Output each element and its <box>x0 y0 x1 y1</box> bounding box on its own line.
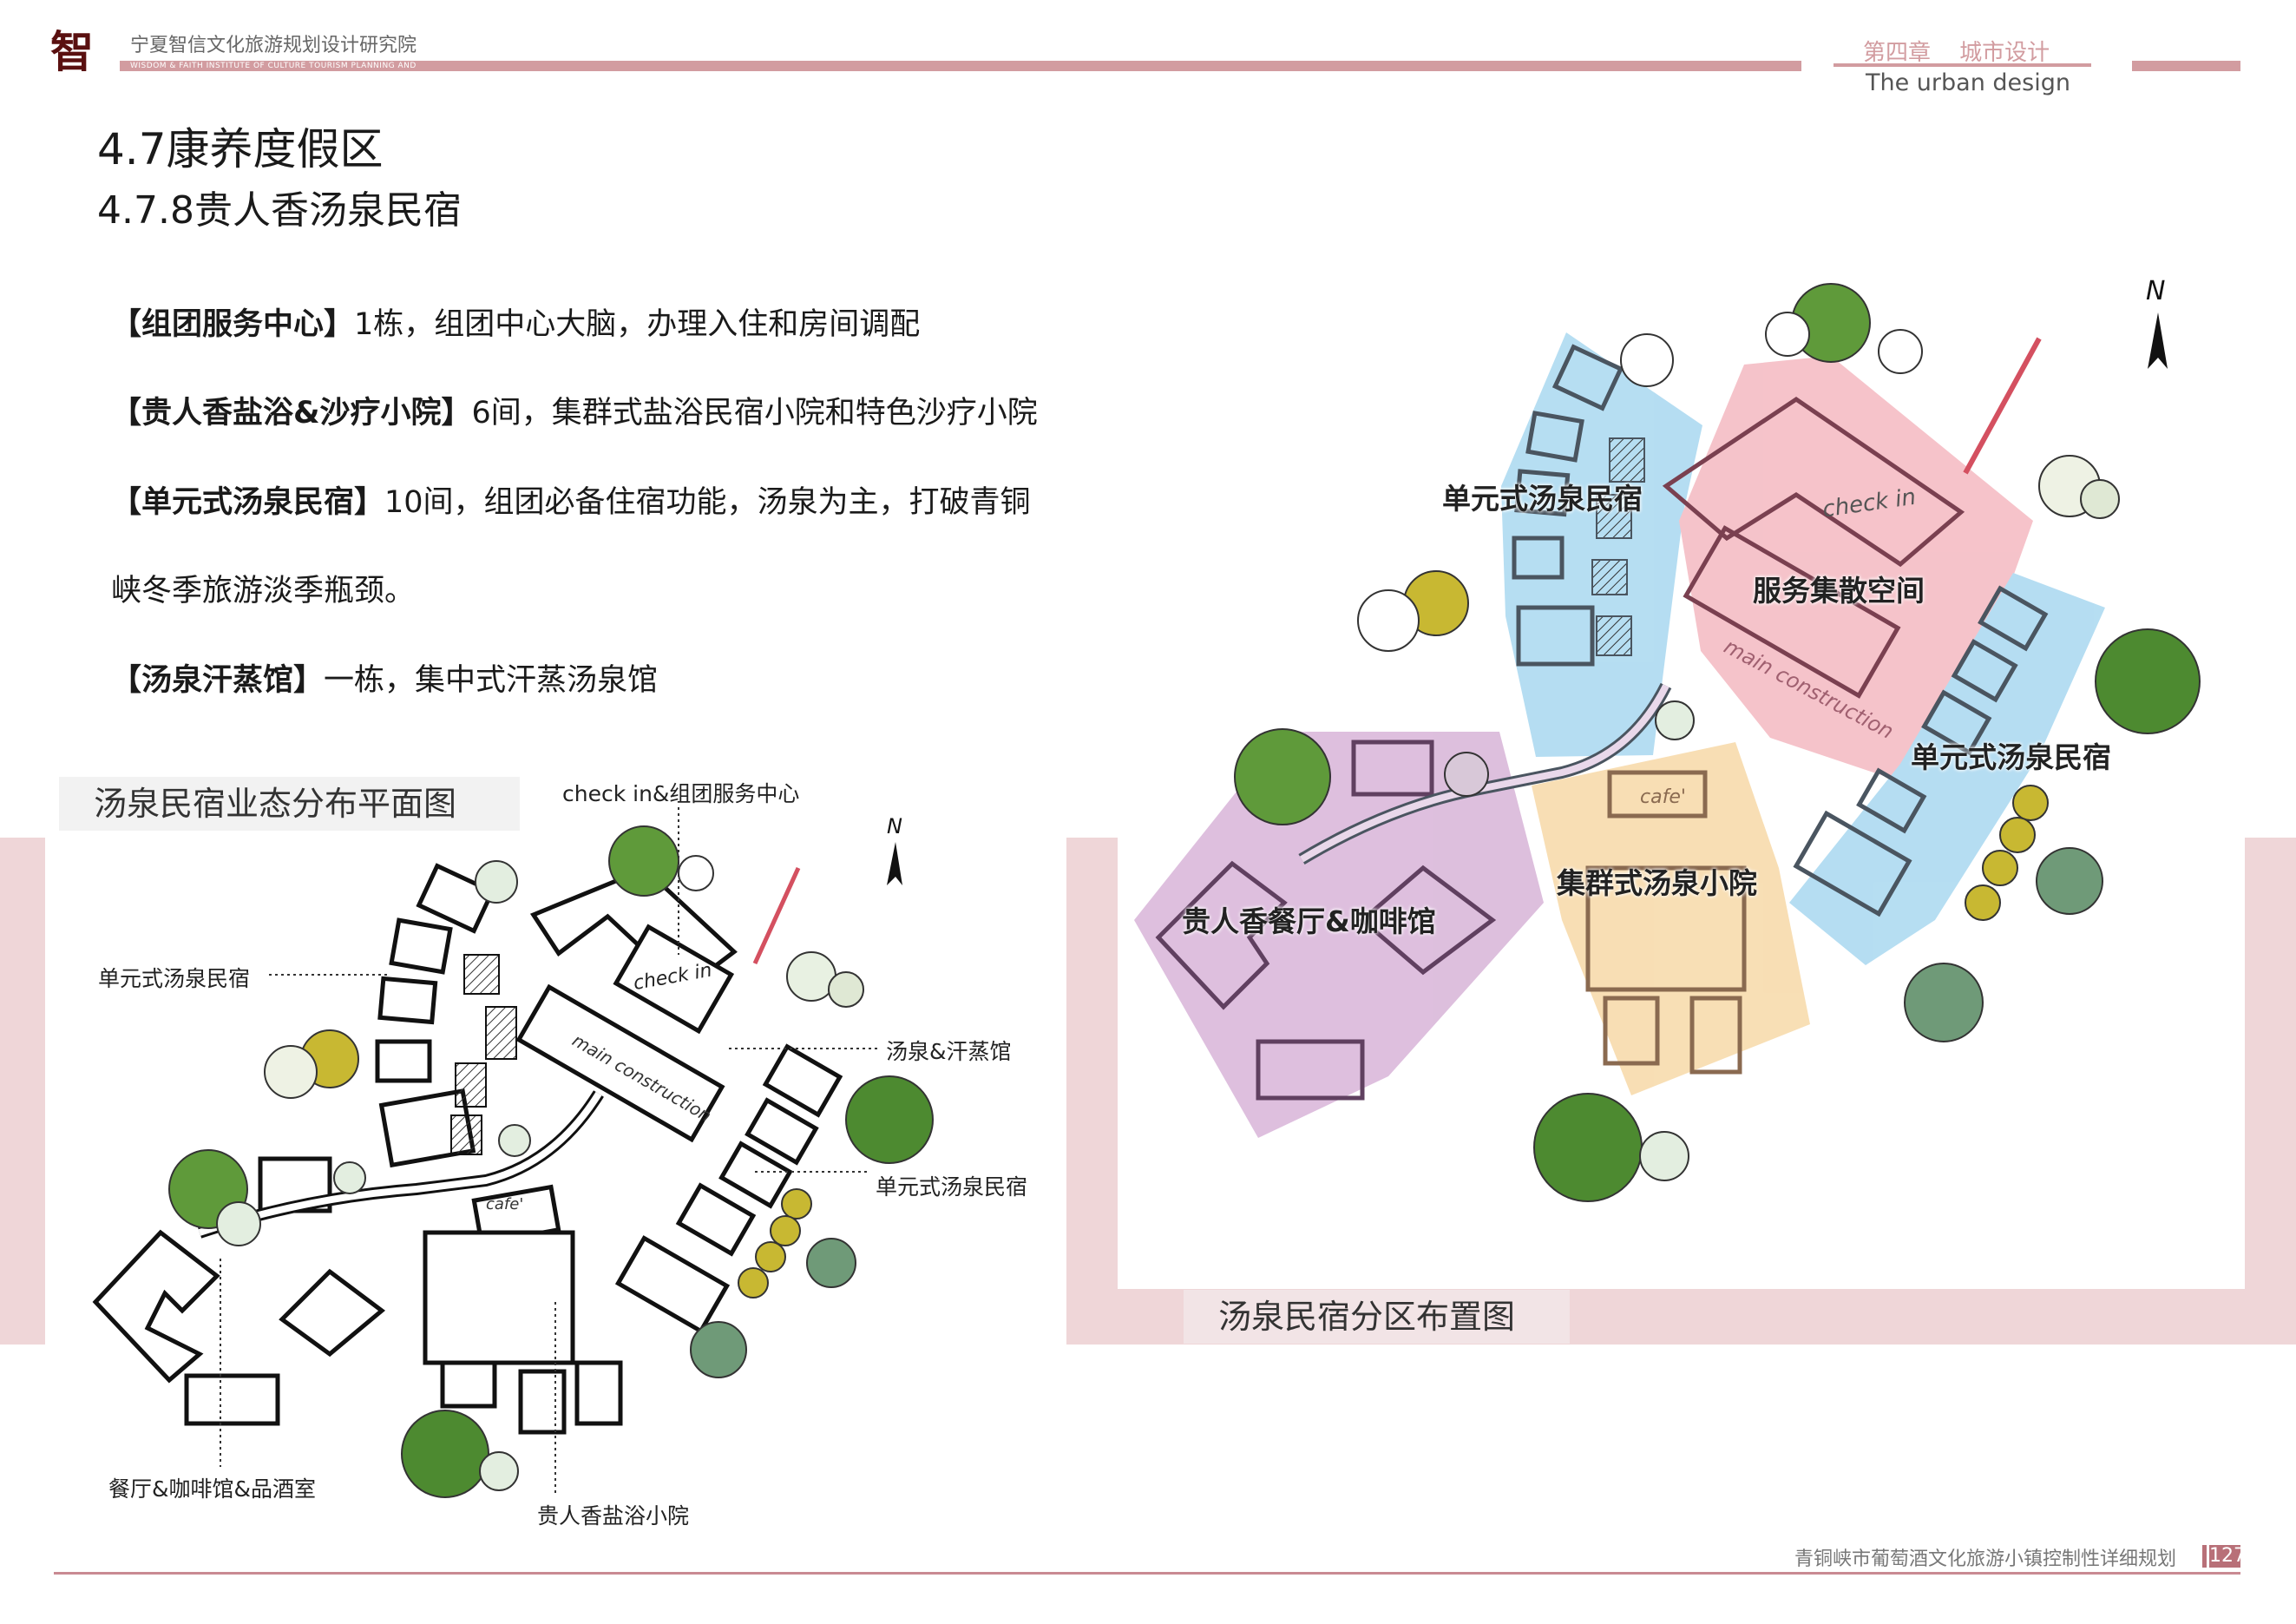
section-title: 4.7康养度假区 <box>97 124 384 174</box>
paragraph-heading: 【贵人香盐浴&沙疗小院】 <box>111 396 472 431</box>
paragraph-text: 一栋，集中式汗蒸汤泉馆 <box>324 663 659 698</box>
paragraph-text: 10间，组团必备住宿功能，汤泉为主，打破青铜 <box>384 485 1031 520</box>
paragraph-sauna: 【汤泉汗蒸馆】一栋，集中式汗蒸汤泉馆 <box>111 655 658 700</box>
right-north-arrow: N <box>2146 276 2165 306</box>
section-subtitle: 4.7.8贵人香汤泉民宿 <box>97 188 462 233</box>
zone-label-cluster-courtyard: 集群式汤泉小院 <box>1557 866 1757 900</box>
paragraph-heading: 【单元式汤泉民宿】 <box>111 485 385 520</box>
chapter-english: The urban design <box>1866 69 2070 96</box>
right-sketch-cafe: cafe' <box>1640 786 1686 808</box>
institute-english: WISDOM & FAITH INSTITUTE OF CULTURE TOUR… <box>130 62 417 70</box>
left-plan-sketch: check in main construction cafe' N <box>92 807 934 1498</box>
paragraph-salt-bath: 【贵人香盐浴&沙疗小院】6间，集群式盐浴民宿小院和特色沙疗小院 <box>111 388 1038 432</box>
chapter-label: 第四章 城市设计 <box>1863 35 2050 67</box>
right-plan-sketch: check in main construction cafe' N <box>1134 276 2201 1202</box>
label-checkin-service-center: check in&组团服务中心 <box>562 781 800 806</box>
left-trees <box>168 825 934 1498</box>
paragraph-text: 6间，集群式盐浴民宿小院和特色沙疗小院 <box>471 396 1038 431</box>
label-unit-hotspring-east: 单元式汤泉民宿 <box>876 1174 1028 1200</box>
zone-shapes <box>1134 332 2105 1138</box>
right-buildings <box>1155 344 2049 1101</box>
page-number-marker <box>2202 1545 2207 1568</box>
paragraph-text: 峡冬季旅游淡季瓶颈。 <box>111 574 416 608</box>
left-north-arrow: N <box>887 814 902 838</box>
zone-service-space <box>1679 356 2033 779</box>
logo-mark: 智 <box>50 27 94 77</box>
footer-project-title: 青铜峡市葡萄酒文化旅游小镇控制性详细规划 <box>1794 1548 2177 1570</box>
left-buildings <box>92 863 843 1435</box>
header-band-right <box>2132 61 2240 71</box>
label-hotspring-sauna: 汤泉&汗蒸馆 <box>886 1039 1012 1064</box>
paragraph-heading: 【汤泉汗蒸馆】 <box>111 663 325 698</box>
zone-restaurant-cafe <box>1134 732 1544 1138</box>
chapter-underline <box>1834 63 2091 67</box>
zone-unit-hotspring-west <box>1501 332 1702 757</box>
label-salt-bath-courtyard: 贵人香盐浴小院 <box>537 1503 690 1529</box>
left-entry-arrow <box>752 866 801 965</box>
zone-label-unit-hotspring-east: 单元式汤泉民宿 <box>1911 740 2111 774</box>
institute-name: 宁夏智信文化旅游规划设计研究院 <box>130 35 417 56</box>
paragraph-continuation: 峡冬季旅游淡季瓶颈。 <box>111 566 415 610</box>
zone-label-service-space: 服务集散空间 <box>1753 574 1925 608</box>
label-restaurant-cafe-winebar: 餐厅&咖啡馆&品酒室 <box>108 1476 316 1502</box>
footer-rule <box>54 1572 2240 1575</box>
left-leader-lines <box>220 807 878 1493</box>
chapter-title: 城市设计 <box>1959 40 2050 66</box>
paragraph-service-center: 【组团服务中心】1栋，组团中心大脑，办理入住和房间调配 <box>111 299 920 344</box>
paragraph-unit-hotspring: 【单元式汤泉民宿】10间，组团必备住宿功能，汤泉为主，打破青铜 <box>111 477 1031 522</box>
label-unit-hotspring-west: 单元式汤泉民宿 <box>98 966 251 991</box>
right-plan-caption: 汤泉民宿分区布置图 <box>1184 1290 1570 1344</box>
right-entry-arrow <box>1963 337 2042 475</box>
paragraph-heading: 【组团服务中心】 <box>111 307 355 342</box>
zone-label-restaurant-cafe: 贵人香餐厅&咖啡馆 <box>1182 904 1436 938</box>
zone-label-unit-hotspring-west: 单元式汤泉民宿 <box>1442 482 1643 516</box>
left-plan-caption: 汤泉民宿业态分布平面图 <box>59 777 520 831</box>
left-sketch-cafe: cafe' <box>486 1195 523 1213</box>
logo: 智 <box>50 23 113 77</box>
header-band <box>120 61 1801 71</box>
page-number: 127 <box>2209 1545 2246 1568</box>
chapter-number: 第四章 <box>1863 40 1932 66</box>
paragraph-text: 1栋，组团中心大脑，办理入住和房间调配 <box>354 307 921 342</box>
right-trees <box>1234 283 2201 1202</box>
zone-unit-hotspring-east <box>1789 573 2105 965</box>
